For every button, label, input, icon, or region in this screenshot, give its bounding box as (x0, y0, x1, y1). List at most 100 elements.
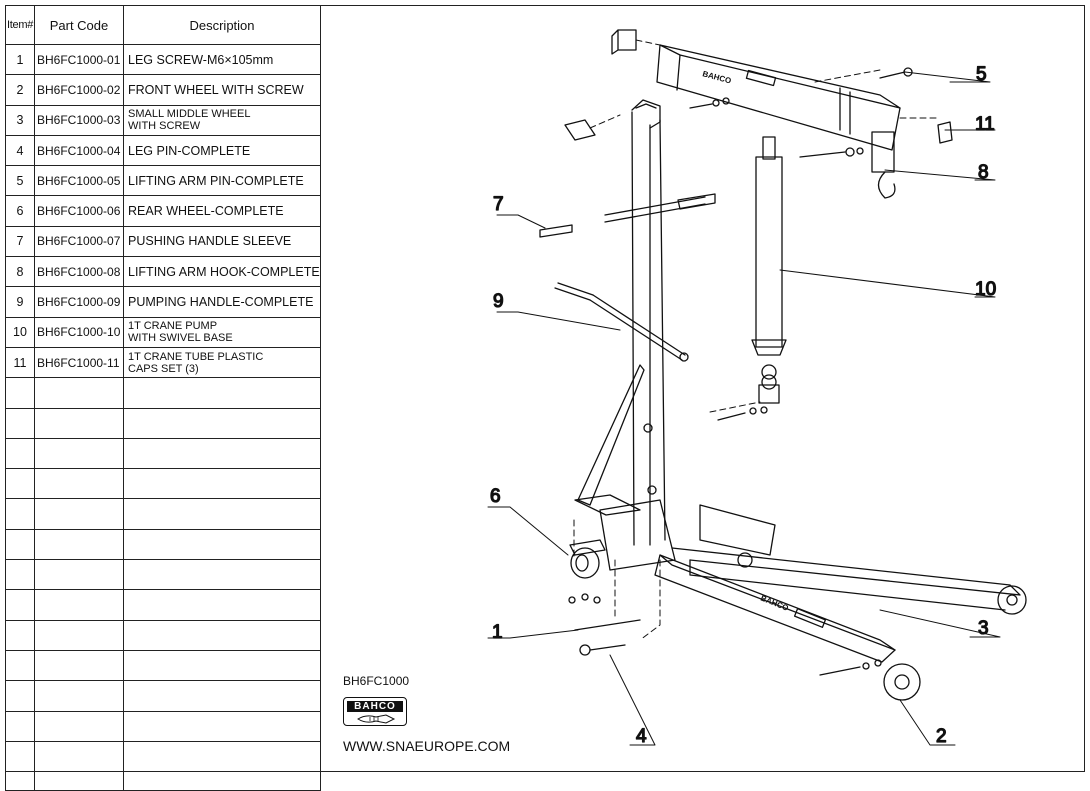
row-item: 6 (5, 195, 35, 227)
row-part-code: BH6FC1000-01 (34, 43, 124, 76)
tube-cap (564, 119, 596, 141)
empty-row (5, 468, 321, 500)
tube-cap (937, 121, 953, 144)
leg-brand-label: BAHCO (759, 594, 790, 613)
empty-row (5, 498, 321, 530)
leader-lines (487, 71, 1001, 746)
empty-cell (123, 407, 321, 439)
empty-cell (5, 619, 35, 651)
empty-cell (5, 680, 35, 712)
empty-cell (5, 649, 35, 682)
empty-cell (34, 619, 124, 651)
row-description: LEG SCREW-M6×105mm (123, 43, 321, 76)
row-part-code: BH6FC1000-10 (34, 316, 124, 348)
row-item: 10 (5, 316, 35, 348)
empty-cell (5, 468, 35, 500)
website-url: WWW.SNAEUROPE.COM (343, 738, 511, 754)
tube-cap (611, 29, 637, 55)
callout-2: 2 (936, 726, 947, 747)
empty-row (5, 740, 321, 791)
callout-8: 8 (978, 162, 989, 183)
row-item: 9 (5, 286, 35, 318)
empty-cell (5, 498, 35, 530)
row-description: LIFTING ARM PIN-COMPLETE (123, 165, 321, 197)
empty-cell (123, 680, 321, 712)
row-description: FRONT WHEEL WITH SCREW (123, 74, 321, 106)
empty-cell (34, 528, 124, 561)
empty-cell (123, 649, 321, 682)
callout-3: 3 (978, 618, 989, 639)
empty-row (5, 619, 321, 651)
row-part-code: BH6FC1000-05 (34, 165, 124, 197)
brand-logo: BAHCO (343, 697, 407, 726)
empty-cell (123, 710, 321, 742)
empty-cell (34, 437, 124, 470)
empty-cell (34, 710, 124, 742)
empty-cell (5, 407, 35, 439)
crane-pump (751, 136, 787, 404)
hook-assembly (799, 131, 896, 199)
middle-wheel (997, 585, 1027, 615)
empty-cell (34, 407, 124, 439)
row-part-code: BH6FC1000-04 (34, 134, 124, 167)
empty-row (5, 710, 321, 742)
callout-6: 6 (490, 486, 501, 507)
row-description: PUMPING HANDLE-COMPLETE (123, 286, 321, 318)
empty-cell (5, 437, 35, 470)
empty-cell (5, 377, 35, 409)
callout-5: 5 (976, 64, 987, 85)
brand-logo-text: BAHCO (347, 701, 403, 712)
empty-row (5, 589, 321, 621)
empty-row (5, 407, 321, 439)
row-item: 1 (5, 43, 35, 76)
empty-cell (34, 468, 124, 500)
empty-row (5, 437, 321, 470)
row-item: 7 (5, 225, 35, 258)
row-description: REAR WHEEL-COMPLETE (123, 195, 321, 227)
rear-wheel (568, 539, 606, 604)
empty-cell (123, 740, 321, 791)
callout-7: 7 (493, 194, 504, 215)
empty-cell (5, 559, 35, 591)
empty-cell (34, 680, 124, 712)
header-part-code: Part Code (34, 5, 124, 45)
empty-cell (123, 437, 321, 470)
header-description: Description (123, 5, 321, 45)
callout-4: 4 (636, 726, 647, 747)
row-item: 11 (5, 346, 35, 379)
empty-cell (5, 528, 35, 561)
empty-row (5, 528, 321, 561)
empty-cell (123, 528, 321, 561)
empty-row (5, 680, 321, 712)
fish-logo-icon (357, 714, 396, 724)
pumping-handle (554, 282, 689, 362)
lifting-arm: BAHCO (656, 44, 901, 151)
row-part-code: BH6FC1000-08 (34, 256, 124, 288)
empty-cell (34, 649, 124, 682)
leg-screw (574, 619, 641, 631)
row-item: 8 (5, 256, 35, 288)
model-code: BH6FC1000 (343, 674, 410, 688)
row-item: 4 (5, 134, 35, 167)
empty-cell (123, 468, 321, 500)
row-description: PUSHING HANDLE SLEEVE (123, 225, 321, 258)
table-header-row: Item# Part Code Description (5, 5, 321, 45)
empty-cell (123, 619, 321, 651)
empty-row (5, 559, 321, 591)
main-column (631, 99, 666, 546)
base-legs: BAHCO (599, 499, 1021, 663)
empty-cell (34, 589, 124, 621)
empty-cell (123, 377, 321, 409)
brace (577, 364, 645, 506)
row-part-code: BH6FC1000-09 (34, 286, 124, 318)
